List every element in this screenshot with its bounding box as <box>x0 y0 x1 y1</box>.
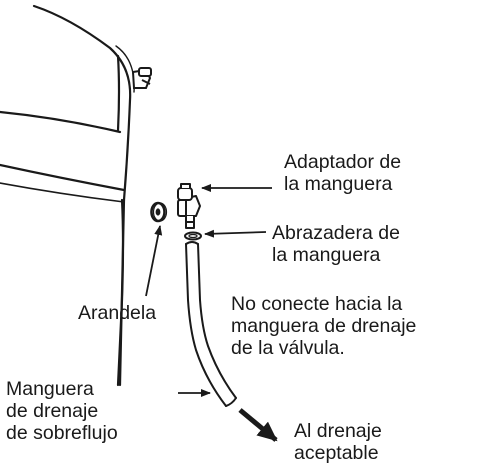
hose-clamp-label: Abrazadera de la manguera <box>272 222 400 266</box>
washer-label-text: Arandela <box>78 302 157 324</box>
hose-adapter-label: Adaptador de la manguera <box>284 151 401 195</box>
drain-label: Al drenaje aceptable <box>294 420 382 464</box>
overflow-hose-label-line-3: de sobreflujo <box>6 422 118 444</box>
note-line-2: manguera de drenaje <box>231 315 417 337</box>
hose-adapter-part <box>177 183 201 229</box>
hose-clamp-label-line-1: Abrazadera de <box>272 222 400 244</box>
hose-clamp-label-line-2: la manguera <box>272 244 381 266</box>
note-line-3: de la válvula. <box>231 337 345 359</box>
callout-arrows <box>145 184 272 397</box>
washer-part <box>150 201 168 223</box>
overflow-hose <box>185 241 237 407</box>
drain-arrow <box>238 408 278 442</box>
overflow-hose-label-line-2: de drenaje <box>6 400 99 422</box>
drain-label-line-2: aceptable <box>294 442 379 464</box>
washer-label: Arandela <box>78 302 156 324</box>
valve-drain-note: No conecte hacia la manguera de drenaje … <box>231 293 416 359</box>
hose-clamp-part <box>184 231 202 241</box>
tank-overflow-fitting <box>131 67 152 89</box>
hose-adapter-label-line-1: Adaptador de <box>284 151 402 173</box>
washer-arrow <box>145 225 163 297</box>
overflow-hose-label: Manguera de drenaje de sobreflujo <box>6 378 118 444</box>
overflow-hose-label-line-1: Manguera <box>6 378 94 400</box>
clamp-arrow <box>204 229 267 238</box>
tank-body <box>0 4 135 387</box>
hose-adapter-label-line-2: la manguera <box>284 173 393 195</box>
drain-label-line-1: Al drenaje <box>294 420 382 442</box>
note-line-1: No conecte hacia la <box>231 293 403 315</box>
